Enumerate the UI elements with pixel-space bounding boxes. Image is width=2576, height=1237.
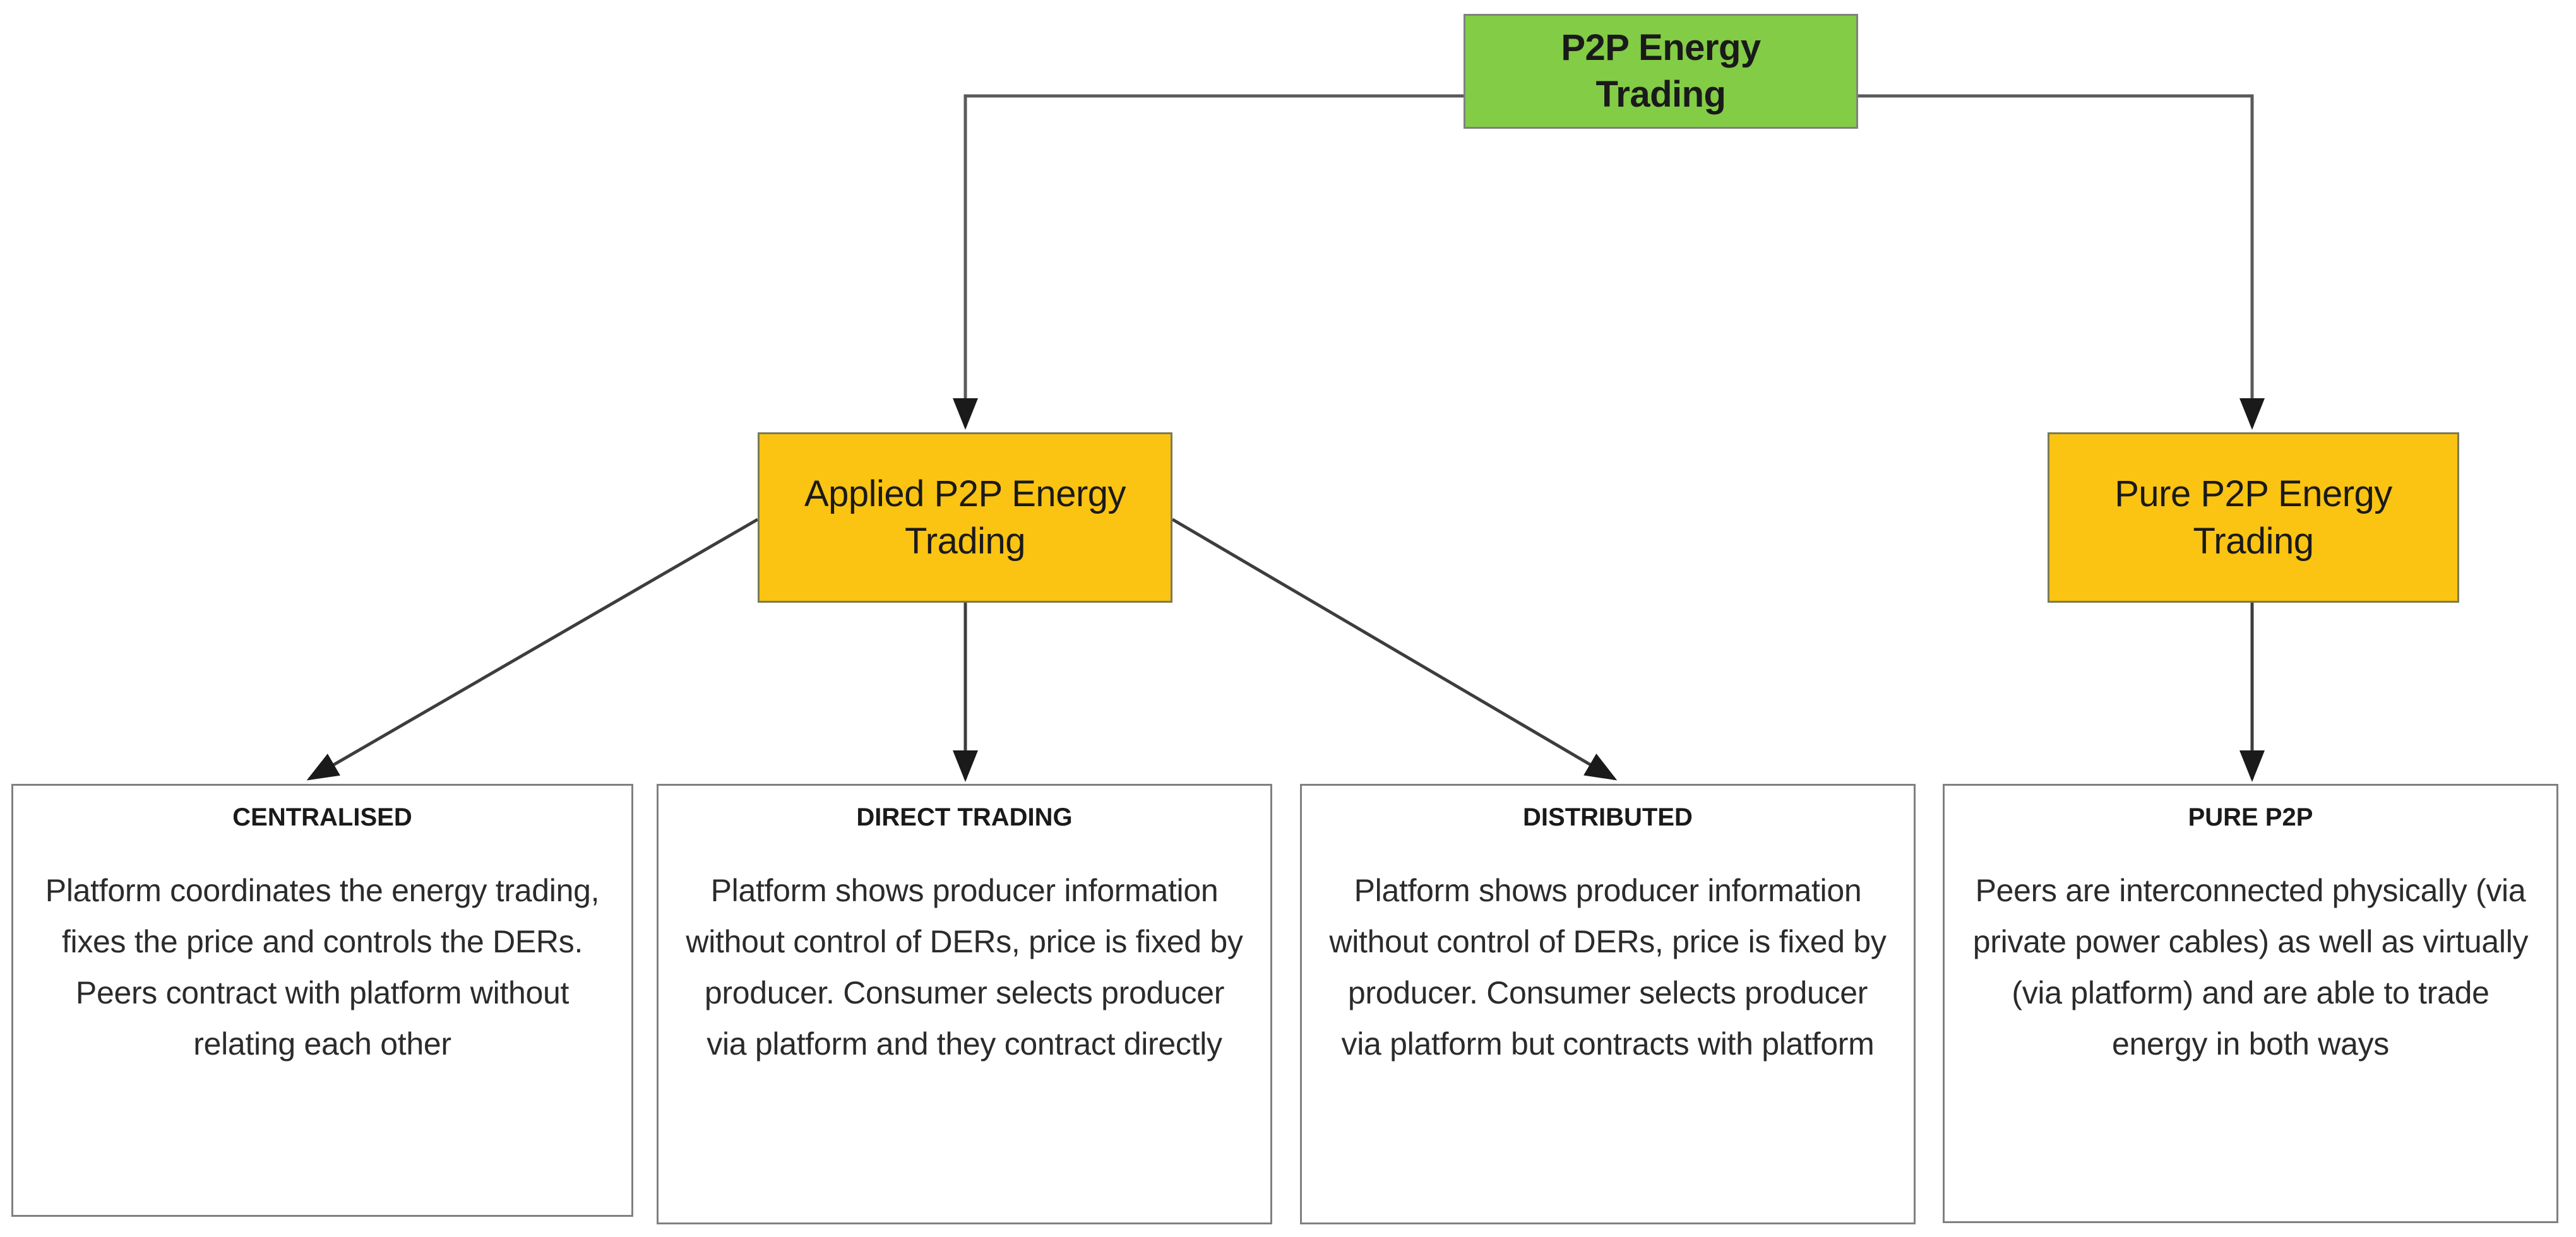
node-pure-label-line1: Pure P2P Energy [2114,473,2392,514]
leaf-title-direct-trading: DIRECT TRADING [856,803,1073,831]
edge-applied-to-centralised [306,518,759,781]
leaf-body-distributed: Platform shows producer information with… [1329,873,1887,1062]
leaf-body-centralised: Platform coordinates the energy trading,… [45,873,600,1062]
node-p2p-energy-trading[interactable]: P2P Energy Trading [1464,14,1858,129]
edge-root-to-pure [1858,94,2265,430]
edge-applied-to-distributed [1171,518,1618,781]
leaf-body-pure-p2p: Peers are interconnected physically (via… [1972,873,2529,1062]
node-applied-label-line2: Trading [904,521,1026,562]
leaf-body-direct-trading: Platform shows producer information with… [686,873,1243,1062]
leaf-title-centralised: CENTRALISED [232,803,412,831]
node-distributed[interactable]: DISTRIBUTED Platform shows producer info… [1300,784,1916,1224]
node-centralised[interactable]: CENTRALISED Platform coordinates the ene… [11,784,633,1217]
leaf-title-distributed: DISTRIBUTED [1523,803,1693,831]
node-direct-trading[interactable]: DIRECT TRADING Platform shows producer i… [657,784,1272,1224]
node-pure-p2p-energy-trading[interactable]: Pure P2P Energy Trading [2048,432,2459,603]
node-applied-label-line1: Applied P2P Energy [804,473,1126,514]
node-applied-p2p-energy-trading[interactable]: Applied P2P Energy Trading [758,432,1172,603]
node-pure-p2p[interactable]: PURE P2P Peers are interconnected physic… [1943,784,2558,1223]
edge-root-to-applied [953,94,1464,430]
node-root-label-line1: P2P Energy [1561,27,1761,68]
leaf-title-pure-p2p: PURE P2P [2188,803,2313,831]
node-root-label-line2: Trading [1595,74,1726,115]
node-pure-label-line2: Trading [2193,521,2314,562]
